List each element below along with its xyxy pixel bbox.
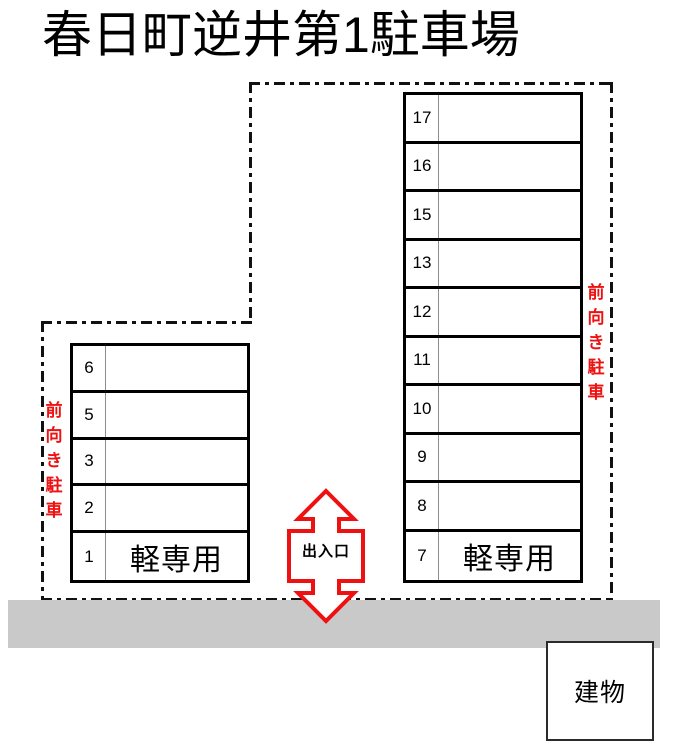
boundary-right-segment <box>610 82 613 601</box>
left-forward-parking-note: 前向き駐車 <box>45 401 63 520</box>
stall-number: 16 <box>406 143 439 189</box>
stall-number: 1 <box>73 533 106 580</box>
parking-stall[interactable]: 10 <box>406 386 580 435</box>
boundary-bottom-right-segment <box>340 598 613 601</box>
stall-label: 軽専用 <box>463 542 556 576</box>
right-forward-parking-note: 前向き駐車 <box>587 283 605 402</box>
stall-number: 6 <box>73 346 106 390</box>
parking-stall[interactable]: 3 <box>73 439 247 487</box>
stall-number: 7 <box>406 531 439 580</box>
double-arrow-icon <box>287 488 365 624</box>
parking-stall[interactable]: 16 <box>406 143 580 192</box>
parking-stall[interactable]: 13 <box>406 240 580 289</box>
boundary-top-segment <box>249 82 613 85</box>
page-title: 春日町逆井第1駐車場 <box>42 7 520 63</box>
stall-number: 2 <box>73 486 106 531</box>
stall-number: 8 <box>406 483 439 529</box>
boundary-bottom-left-segment <box>41 598 313 601</box>
stall-number: 15 <box>406 192 439 238</box>
parking-stall[interactable]: 7 軽専用 <box>406 531 580 580</box>
entrance-exit-arrow: 出入口 <box>286 488 366 624</box>
stall-number: 10 <box>406 386 439 432</box>
stall-label: 軽専用 <box>130 543 223 577</box>
stall-number: 12 <box>406 289 439 335</box>
entrance-label: 出入口 <box>301 543 350 560</box>
parking-stall[interactable]: 2 <box>73 486 247 534</box>
parking-stall[interactable]: 1 軽専用 <box>73 533 247 580</box>
building-box: 建物 <box>546 641 654 741</box>
boundary-upper-left-segment <box>249 82 252 324</box>
parking-stall[interactable]: 6 <box>73 346 247 393</box>
stall-number: 5 <box>73 392 106 437</box>
parking-stall[interactable]: 15 <box>406 192 580 241</box>
boundary-left-segment <box>41 321 44 601</box>
parking-stall[interactable]: 8 <box>406 483 580 532</box>
stall-number: 9 <box>406 434 439 480</box>
stall-number: 17 <box>406 95 439 141</box>
parking-stall[interactable]: 12 <box>406 289 580 338</box>
parking-stall[interactable]: 9 <box>406 434 580 483</box>
parking-stall[interactable]: 17 <box>406 95 580 144</box>
stall-number: 13 <box>406 240 439 286</box>
boundary-step-segment <box>41 321 252 324</box>
parking-stall[interactable]: 5 <box>73 392 247 440</box>
parking-stall[interactable]: 11 <box>406 337 580 386</box>
stall-number: 3 <box>73 439 106 484</box>
stall-number: 11 <box>406 337 439 383</box>
